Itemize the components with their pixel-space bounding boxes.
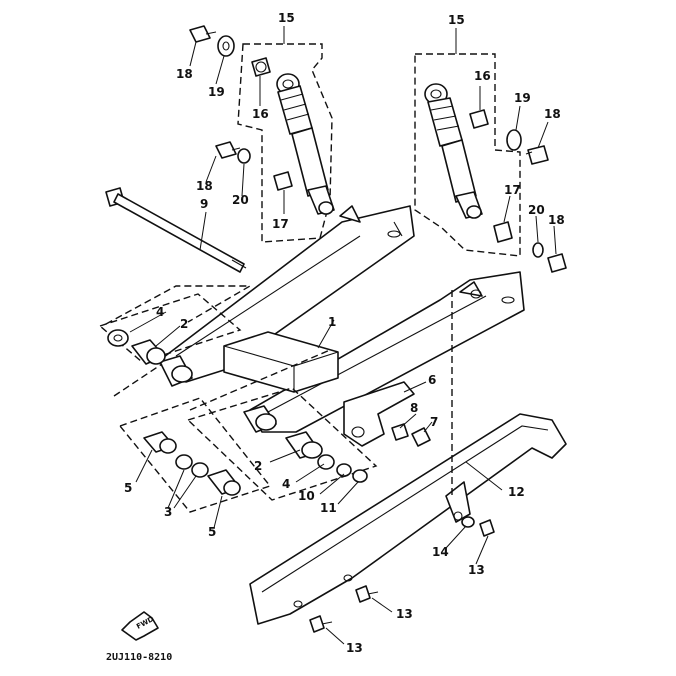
callout-5: 5	[124, 481, 132, 495]
callout-labels: 15 15 18 19 16 17 18 20 9 16 19 18 17 20…	[124, 11, 565, 655]
shock-mounting-hardware	[189, 25, 567, 273]
callout-13: 13	[396, 607, 413, 621]
chain-case	[249, 290, 567, 625]
callout-10: 10	[298, 489, 315, 503]
callout-13: 13	[346, 641, 363, 655]
callout-11: 11	[320, 501, 337, 515]
pivot-shaft	[105, 187, 253, 325]
callout-18: 18	[548, 213, 565, 227]
callout-19: 19	[514, 91, 531, 105]
right-shock-absorber-assembly	[414, 53, 521, 257]
callout-20: 20	[232, 193, 249, 207]
fwd-arrow-icon: FWD	[121, 611, 159, 641]
left-pivot-bushings	[98, 293, 272, 513]
callout-8: 8	[410, 401, 418, 415]
callout-5: 5	[208, 525, 216, 539]
callout-6: 6	[428, 373, 436, 387]
callout-16: 16	[252, 107, 269, 121]
callout-15-right: 15	[448, 13, 465, 27]
callout-4: 4	[282, 477, 290, 491]
callout-1: 1	[328, 315, 336, 329]
chain-case-screws	[309, 516, 495, 633]
callout-17: 17	[504, 183, 521, 197]
callout-13: 13	[468, 563, 485, 577]
callout-15-left: 15	[278, 11, 295, 25]
callout-18: 18	[176, 67, 193, 81]
callout-3: 3	[164, 505, 172, 519]
callout-20: 20	[528, 203, 545, 217]
callout-7: 7	[430, 415, 438, 429]
callout-18: 18	[196, 179, 213, 193]
rear-arm	[113, 205, 525, 433]
callout-2: 2	[180, 317, 188, 331]
callout-18: 18	[544, 107, 561, 121]
drawing-code: 2UJ110-8210	[106, 652, 172, 663]
callout-9: 9	[200, 197, 208, 211]
left-shock-absorber-assembly	[237, 43, 335, 243]
callout-19: 19	[208, 85, 225, 99]
callout-2: 2	[254, 459, 262, 473]
callout-16: 16	[474, 69, 491, 83]
chain-tensioner-bracket	[343, 381, 431, 447]
callout-14: 14	[432, 545, 449, 559]
callout-4: 4	[156, 305, 164, 319]
leader-lines	[129, 26, 557, 645]
callout-17: 17	[272, 217, 289, 231]
callout-12: 12	[508, 485, 525, 499]
